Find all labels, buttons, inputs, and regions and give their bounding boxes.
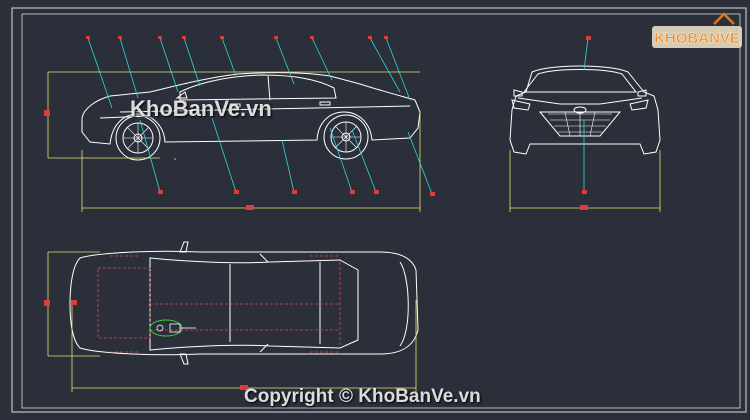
logo-text: KHOBANVE — [654, 30, 740, 47]
khobanve-logo: KHOBANVE — [652, 12, 742, 48]
engine-outline — [149, 319, 183, 337]
top-hidden-lines — [97, 255, 341, 353]
front-view — [509, 65, 661, 155]
front-leaders — [583, 37, 589, 192]
front-tags — [580, 36, 591, 210]
watermark-copyright: Copyright © KhoBanVe.vn — [244, 386, 481, 407]
drawing-frame-outer — [11, 7, 747, 413]
side-leader-lines — [87, 37, 433, 195]
drawing-frame-inner — [21, 13, 741, 409]
side-dimension-tags — [44, 110, 254, 210]
front-dimensions — [509, 150, 661, 212]
drivetrain — [156, 323, 196, 333]
top-tags — [44, 300, 248, 390]
side-leader-tags — [86, 36, 435, 196]
top-dimensions — [47, 251, 417, 392]
top-view — [69, 241, 419, 365]
side-view — [81, 72, 421, 161]
watermark-center: KhoBanVe.vn — [130, 96, 272, 121]
